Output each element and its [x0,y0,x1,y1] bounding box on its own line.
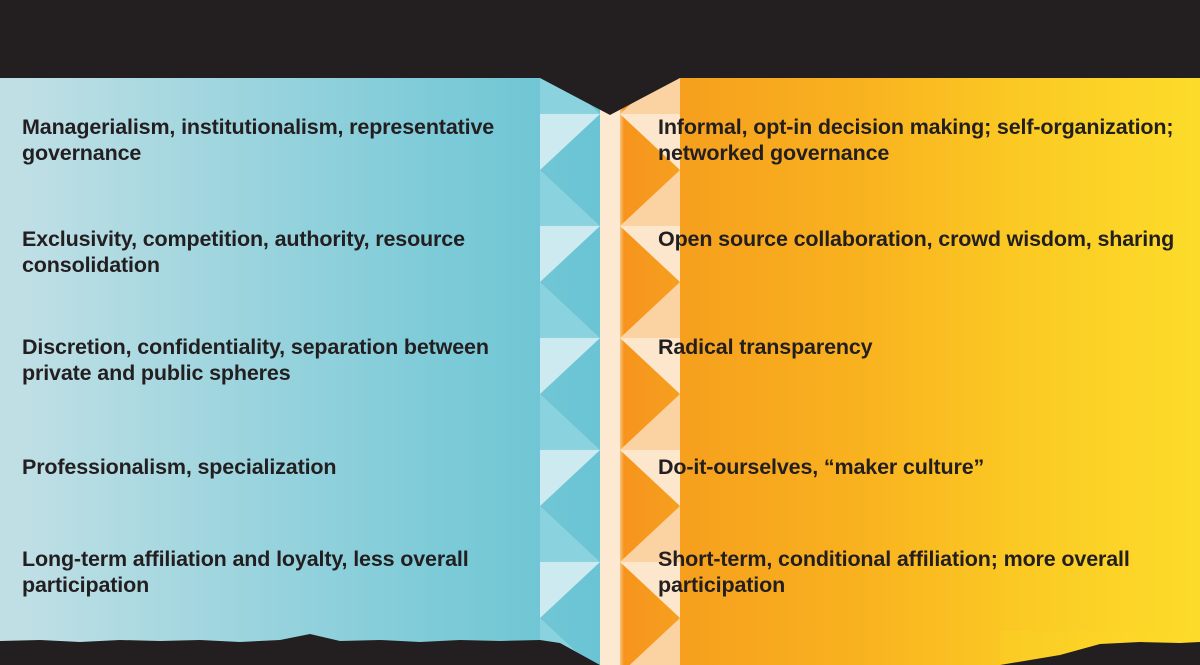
chevron-wedge-left [540,114,600,170]
chevron-column-left [540,78,600,665]
right-item-3: Do-it-ourselves, “maker culture” [658,455,985,479]
left-item-4: Long-term affiliation and loyalty, less … [22,547,469,597]
chevron-wedge-left [540,226,600,282]
left-item-3: Professionalism, specialization [22,455,337,479]
chevron-wedge-right [620,282,680,338]
chevron-wedge-left [540,282,600,338]
chevron-wedge-left [540,562,600,618]
chevron-wedge-left [540,338,600,394]
left-item-0: Managerialism, institutionalism, represe… [22,115,495,165]
right-item-4: Short-term, conditional affiliation; mor… [658,547,1130,597]
left-item-2: Discretion, confidentiality, separation … [22,335,489,385]
right-item-2: Radical transparency [658,335,873,359]
chevron-wedge-right [620,618,680,665]
right-item-1: Open source collaboration, crowd wisdom,… [658,227,1175,251]
left-panel [0,78,600,665]
right-item-0: Informal, opt-in decision making; self-o… [658,115,1174,165]
chevron-wedge-left [540,450,600,506]
chevron-wedge-left [540,394,600,450]
right-panel [600,78,1200,665]
chevron-wedge-left [540,170,600,226]
chevron-wedge-left [540,506,600,562]
chevron-wedge-right [620,170,680,226]
chevron-wedge-right [620,394,680,450]
chevron-spine [600,78,620,665]
left-item-1: Exclusivity, competition, authority, res… [22,227,465,277]
